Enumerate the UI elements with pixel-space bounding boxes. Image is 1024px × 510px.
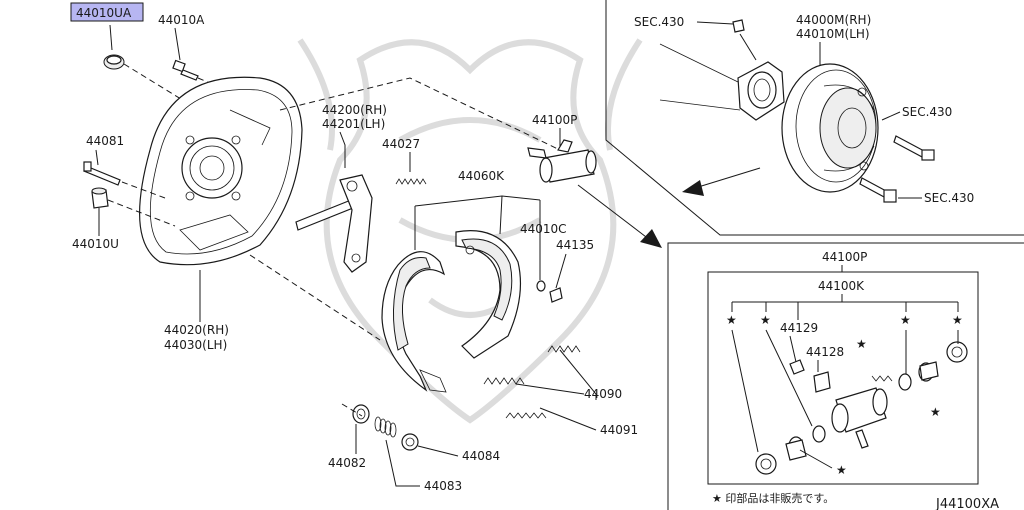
label-44091[interactable]: 44091 [600, 423, 638, 437]
label-44201[interactable]: 44201(LH) [322, 117, 385, 131]
brake-shoe-front[interactable] [381, 251, 447, 393]
label-44060K[interactable]: 44060K [458, 169, 505, 183]
arrow-to-inset [577, 184, 662, 248]
arrow-from-assembly [682, 167, 761, 196]
plug-44010UA[interactable] [103, 54, 125, 70]
adjuster-lever-44200[interactable] [295, 174, 373, 273]
cylinder-body[interactable] [831, 387, 888, 449]
spring-44091[interactable] [505, 412, 547, 419]
label-44010UA[interactable]: 44010UA [76, 6, 132, 20]
piston-left[interactable] [785, 436, 807, 461]
star-4: ★ [952, 313, 963, 327]
bolt-sec430-upper[interactable] [893, 135, 935, 161]
washer-44082[interactable] [352, 404, 370, 424]
nut-sec430[interactable] [732, 19, 745, 33]
pin-44135[interactable] [549, 287, 563, 303]
label-44200[interactable]: 44200(RH) [322, 103, 387, 117]
spring-44090[interactable] [483, 345, 581, 385]
spring-44027[interactable] [395, 178, 427, 185]
label-44090[interactable]: 44090 [584, 387, 622, 401]
inset-frame-bottom [667, 242, 1024, 510]
label-44100P-top[interactable]: 44100P [532, 113, 577, 127]
label-44084[interactable]: 44084 [462, 449, 500, 463]
star-3: ★ [900, 313, 911, 327]
dust-boot-left[interactable] [755, 453, 777, 475]
label-sec430-a[interactable]: SEC.430 [634, 15, 684, 29]
label-sec430-c[interactable]: SEC.430 [924, 191, 974, 205]
label-44128[interactable]: 44128 [806, 345, 844, 359]
bolt-44010A[interactable] [172, 59, 199, 81]
label-44010C[interactable]: 44010C [520, 222, 567, 236]
piston-right[interactable] [918, 361, 939, 382]
backing-plate-44020[interactable] [138, 76, 303, 266]
label-44030[interactable]: 44030(LH) [164, 338, 227, 352]
dust-boot-right[interactable] [946, 341, 968, 363]
piston-cup-left[interactable] [812, 425, 826, 443]
label-44081[interactable]: 44081 [86, 134, 124, 148]
spring-44083[interactable] [374, 416, 397, 438]
bleeder-cap-44129[interactable] [789, 359, 805, 375]
label-44082[interactable]: 44082 [328, 456, 366, 470]
wheel-cylinder-44100P[interactable] [527, 139, 597, 183]
label-44027[interactable]: 44027 [382, 137, 420, 151]
cup-44084[interactable] [401, 433, 419, 451]
hub-flange[interactable] [737, 61, 785, 121]
star-2: ★ [760, 313, 771, 327]
bleeder-screw-44128[interactable] [813, 371, 831, 393]
label-44010U[interactable]: 44010U [72, 237, 119, 251]
watermark-emblem [297, 38, 643, 424]
cylinder-spring[interactable] [871, 375, 893, 382]
brake-assembly-44000M[interactable] [781, 63, 879, 193]
star-7: ★ [836, 463, 847, 477]
label-44100P-box[interactable]: 44100P [822, 250, 867, 264]
star-1: ★ [726, 313, 737, 327]
label-44000M[interactable]: 44000M(RH) [796, 13, 871, 27]
piston-cup-right[interactable] [898, 373, 912, 391]
label-44020[interactable]: 44020(RH) [164, 323, 229, 337]
label-sec430-b[interactable]: SEC.430 [902, 105, 952, 119]
cup-44010U[interactable] [91, 187, 109, 209]
star-5: ★ [856, 337, 867, 351]
clip-44010C[interactable] [536, 280, 546, 292]
label-44135[interactable]: 44135 [556, 238, 594, 252]
label-44083[interactable]: 44083 [424, 479, 462, 493]
pin-44081[interactable] [83, 161, 121, 186]
bolt-sec430-lower[interactable] [859, 177, 897, 203]
diagram-code: J44100XA [935, 497, 999, 510]
label-44129[interactable]: 44129 [780, 321, 818, 335]
brake-shoe-rear[interactable] [455, 230, 522, 359]
footnote-not-sold: ★ 印部品は非販売です。 [712, 491, 834, 505]
highlight-box-44010UA [70, 2, 144, 22]
label-44010M[interactable]: 44010M(LH) [796, 27, 870, 41]
label-44010A[interactable]: 44010A [158, 13, 205, 27]
label-44100K[interactable]: 44100K [818, 279, 865, 293]
inset-frame-top [605, 0, 1024, 236]
star-6: ★ [930, 405, 941, 419]
